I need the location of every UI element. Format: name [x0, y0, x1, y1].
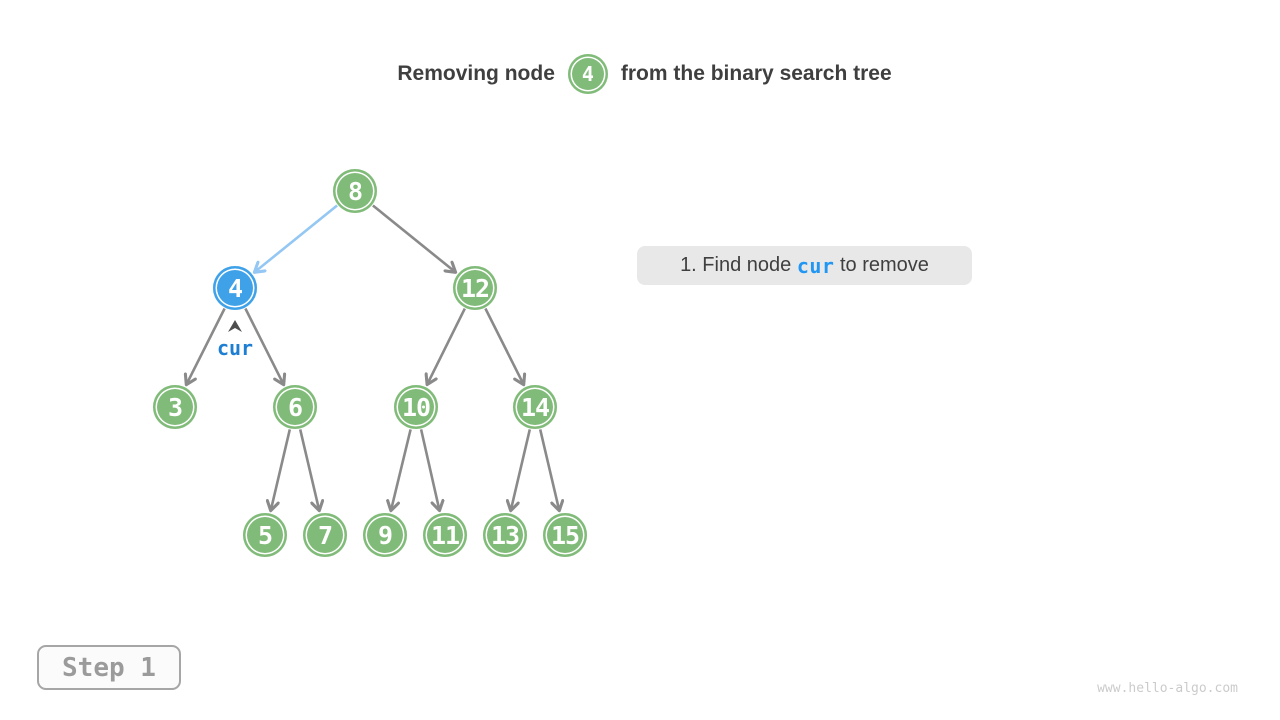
tree-edge-12-10	[427, 308, 466, 385]
tree-node-label: 7	[317, 520, 333, 550]
tree-node-6: 6	[273, 385, 317, 429]
tree-node-label: 9	[377, 520, 393, 550]
tree-edge-10-11	[419, 429, 439, 510]
watermark: www.hello-algo.com	[1097, 681, 1238, 696]
tree-node-12: 12	[453, 266, 497, 310]
instruction-text-before: 1. Find node	[680, 254, 797, 276]
tree-node-11: 11	[423, 513, 467, 557]
tree-node-14: 14	[513, 385, 557, 429]
tree-node-label: 3	[167, 392, 183, 422]
title-suffix: from the binary search tree	[620, 62, 892, 85]
tree-edge-8-4	[254, 204, 338, 273]
instruction-highlight-cur: cur	[796, 253, 835, 278]
tree-node-label: 14	[520, 392, 550, 422]
tree-node-label: 4	[227, 273, 243, 303]
step-label: Step 1	[62, 652, 156, 683]
tree-node-label: 10	[401, 392, 431, 422]
tree-edge-6-7	[298, 429, 319, 510]
instruction-box: 1. Find node cur to remove	[637, 246, 972, 285]
tree-node-10: 10	[394, 385, 438, 429]
instruction-text-after: to remove	[834, 254, 929, 276]
figure-title: Removing node 4 from the binary search t…	[9, 53, 1280, 95]
tree-node-label: 12	[460, 273, 490, 303]
tree-node-15: 15	[543, 513, 587, 557]
tree-node-label: 11	[430, 520, 460, 550]
tree-node-7: 7	[303, 513, 347, 557]
tree-node-label: 15	[550, 520, 580, 550]
tree-node-label: 6	[287, 392, 303, 422]
step-badge: Step 1	[37, 645, 181, 690]
title-node-circle: 4	[567, 54, 608, 94]
tree-node-9: 9	[363, 513, 407, 557]
tree-node-13: 13	[483, 513, 527, 557]
tree-node-label: 13	[490, 520, 520, 550]
watermark-text: www.hello-algo.com	[1097, 681, 1238, 696]
cur-pointer-label: cur	[216, 336, 254, 360]
tree-node-8: 8	[333, 169, 377, 213]
tree-edge-14-13	[511, 429, 532, 510]
tree-node-5: 5	[243, 513, 287, 557]
tree-edge-14-15	[538, 429, 559, 510]
tree-node-3: 3	[153, 385, 197, 429]
tree-node-4: 4	[213, 266, 257, 310]
tree-edge-6-5	[271, 429, 292, 510]
tree-edge-12-14	[484, 307, 523, 385]
tree-node-label: 8	[347, 176, 363, 206]
title-node-value: 4	[581, 62, 594, 86]
tree-edge-10-9	[391, 429, 412, 510]
tree-node-label: 5	[257, 520, 273, 550]
title-prefix: Removing node	[397, 62, 555, 85]
tree-edge-8-12	[372, 204, 456, 273]
